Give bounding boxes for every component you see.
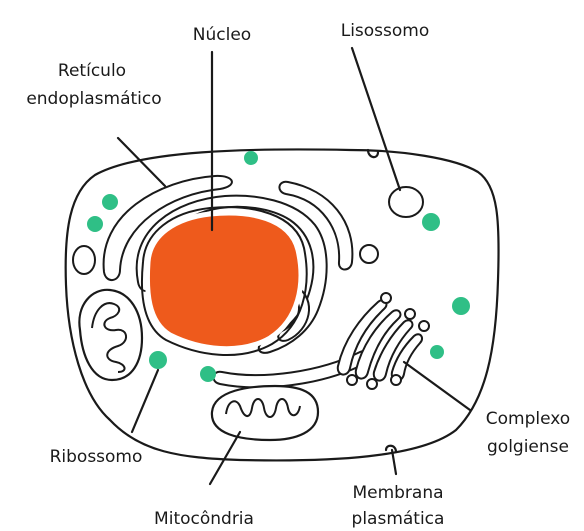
label-complexo-line1: Complexo bbox=[486, 409, 570, 429]
membrane-notch-bottom bbox=[386, 446, 396, 452]
ribosome bbox=[244, 151, 258, 165]
label-reticulo-line1: Retículo bbox=[58, 61, 126, 81]
leader-ribossomo bbox=[132, 370, 158, 432]
vesicle bbox=[360, 245, 378, 263]
ribosome bbox=[452, 297, 470, 315]
golgi-complex bbox=[338, 293, 429, 389]
label-ribossomo: Ribossomo bbox=[50, 447, 143, 467]
vesicle-left bbox=[73, 246, 95, 274]
label-nucleo: Núcleo bbox=[193, 25, 251, 45]
ribosome bbox=[200, 366, 216, 382]
label-mitocondria: Mitocôndria bbox=[154, 509, 254, 529]
mitochondrion-bottom bbox=[212, 386, 318, 440]
leader-reticulo bbox=[118, 138, 165, 186]
leader-lisossomo bbox=[352, 48, 400, 190]
ribosome bbox=[422, 213, 440, 231]
label-lisossomo: Lisossomo bbox=[341, 21, 430, 41]
label-membrana-line1: Membrana bbox=[352, 483, 443, 503]
label-membrana-line2: plasmática bbox=[352, 509, 445, 529]
label-complexo-line2: golgiense bbox=[487, 437, 569, 457]
mitochondrion-left bbox=[79, 290, 142, 380]
label-reticulo-line2: endoplasmático bbox=[26, 89, 161, 109]
lysosome bbox=[389, 187, 423, 217]
nucleus bbox=[147, 213, 301, 349]
ribosome bbox=[102, 194, 118, 210]
ribosome bbox=[149, 351, 167, 369]
ribosome bbox=[87, 216, 103, 232]
ribosome bbox=[430, 345, 444, 359]
leader-complexo bbox=[404, 362, 470, 410]
